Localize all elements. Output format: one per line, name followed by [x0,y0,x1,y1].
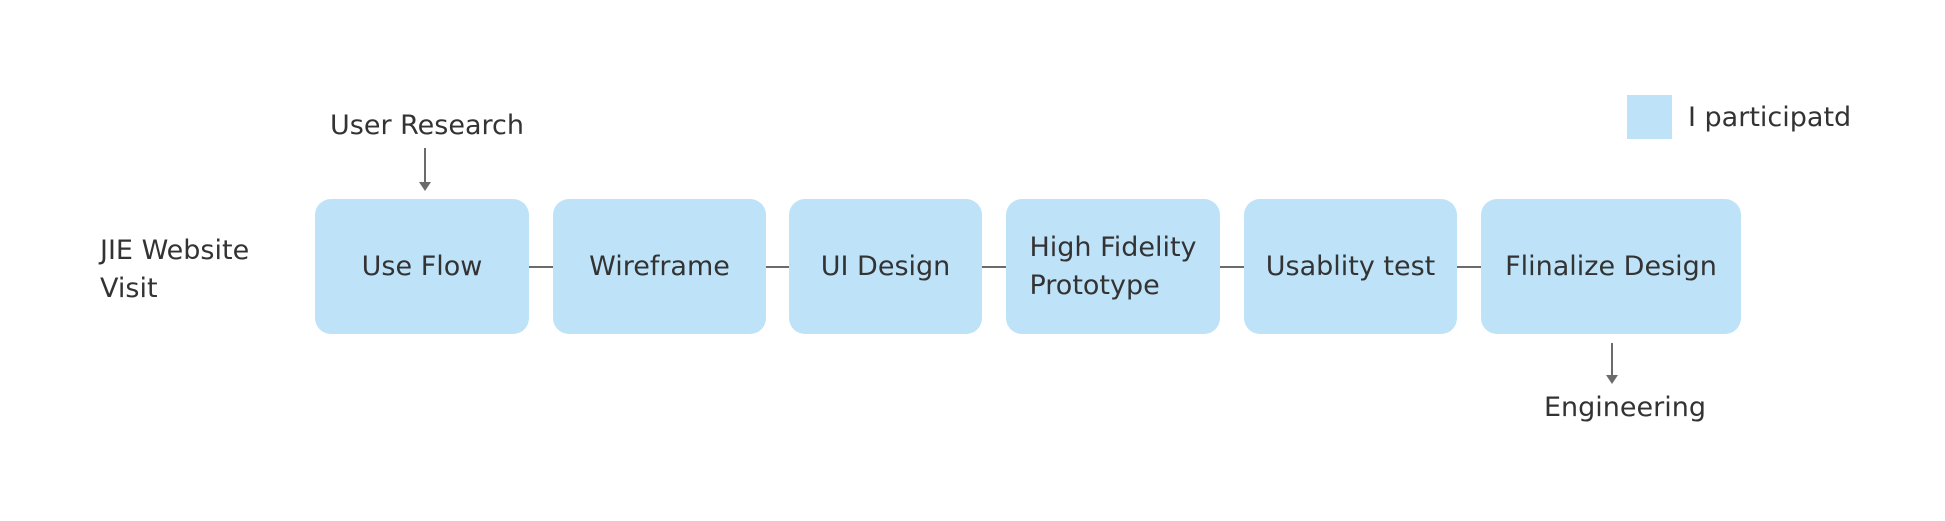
connector-3 [982,266,1006,268]
step-usability-test-label: Usablity test [1265,250,1436,282]
step-high-fidelity-line-2: Prototype [1029,269,1160,301]
step-ui-design: UI Design [789,199,982,334]
row-label: JIE Website Visit [100,232,249,308]
connector-4 [1220,266,1244,268]
connector-2 [766,266,789,268]
legend-label: I participatd [1688,102,1852,133]
step-wireframe: Wireframe [553,199,766,334]
step-high-fidelity-prototype-text: High Fidelity Prototype [1029,229,1196,305]
step-high-fidelity-line-1: High Fidelity [1029,231,1197,263]
step-use-flow-label: Use Flow [361,250,483,282]
step-finalize-design: Flinalize Design [1481,199,1741,334]
input-arrow-head [419,182,431,191]
output-arrow-head [1606,375,1618,384]
step-high-fidelity-prototype: High Fidelity Prototype [1006,199,1220,334]
row-label-line-2: Visit [100,273,158,304]
connector-1 [529,266,553,268]
output-arrow-line [1611,343,1613,376]
step-usability-test: Usablity test [1244,199,1457,334]
step-use-flow: Use Flow [315,199,529,334]
legend-swatch [1627,95,1672,139]
output-label: Engineering [1544,392,1706,423]
step-wireframe-label: Wireframe [589,250,730,282]
connector-5 [1457,266,1481,268]
step-ui-design-label: UI Design [820,250,951,282]
row-label-line-1: JIE Website [100,235,250,266]
input-arrow-line [424,148,426,183]
step-finalize-design-label: Flinalize Design [1505,250,1717,282]
input-label: User Research [330,110,524,141]
